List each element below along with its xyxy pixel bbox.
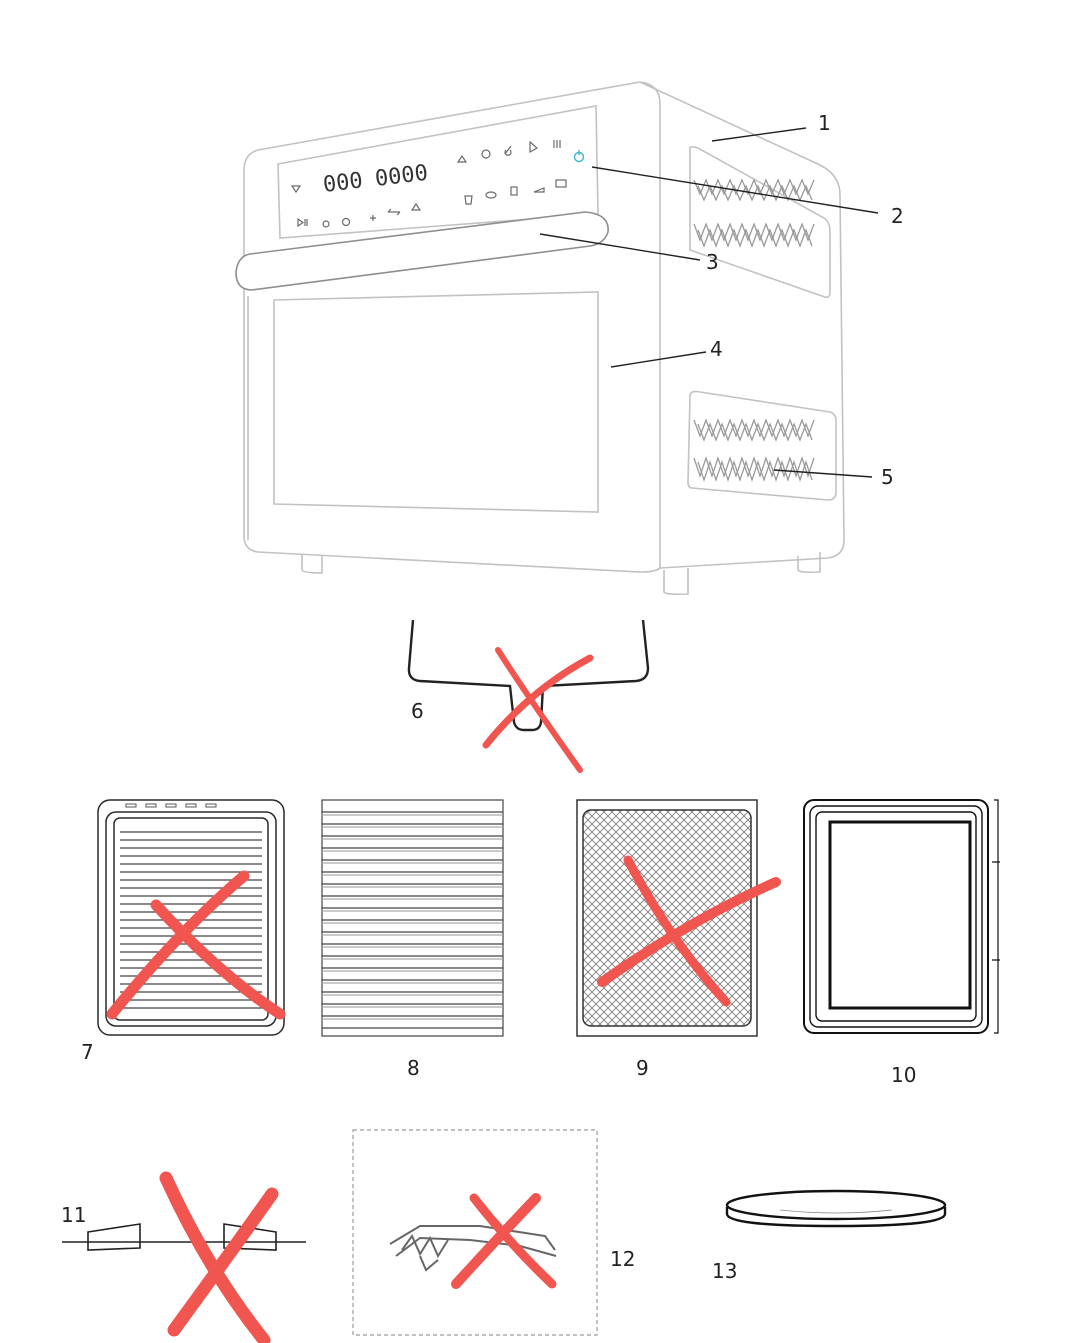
- fan-icon: [481, 149, 491, 159]
- toast-icon: [533, 187, 545, 193]
- part-6-handle: [407, 619, 650, 732]
- light-icon: [322, 220, 330, 228]
- callout-10: 10: [891, 1063, 916, 1087]
- play-pause-icon: [297, 217, 308, 228]
- part-11-rotisserie-spit: [62, 1223, 306, 1251]
- cross-part-9: [597, 855, 781, 1007]
- callout-9: 9: [636, 1056, 649, 1080]
- callout-2: 2: [891, 204, 904, 228]
- callout-8: 8: [407, 1056, 420, 1080]
- cross-part-7: [106, 870, 286, 1020]
- display-right-digits: 0000: [374, 161, 430, 192]
- cake-icon: [485, 191, 497, 199]
- pizza-icon: [529, 140, 539, 154]
- part-12-rotisserie-fork: [352, 1129, 598, 1336]
- glass-icon: [510, 186, 518, 196]
- part-7-baking-tray: [97, 799, 285, 1036]
- lower-vent-slots: [693, 418, 815, 483]
- cross-part-12: [451, 1193, 557, 1289]
- rotisserie-icon: [410, 202, 422, 211]
- callout-13: 13: [712, 1259, 737, 1283]
- callout-12: 12: [610, 1247, 635, 1271]
- upper-vent-slots: [693, 178, 815, 248]
- rotate-icon: [387, 208, 401, 216]
- display-left-digits: 000: [322, 168, 365, 198]
- arrow-up-icon: [456, 154, 468, 163]
- part-8-wire-rack: [321, 799, 504, 1037]
- cross-part-11: [159, 1171, 279, 1343]
- cross-marks: [106, 647, 781, 1343]
- door-handle: [235, 211, 609, 291]
- part-13-round-pan: [725, 1189, 947, 1228]
- callout-4: 4: [710, 337, 723, 361]
- callout-6: 6: [411, 699, 424, 723]
- oven-unit: [243, 81, 845, 596]
- temp-icon: [370, 215, 376, 221]
- oven-icon: [555, 179, 567, 188]
- heat-icon: [553, 140, 561, 148]
- callout-11: 11: [61, 1203, 86, 1227]
- cross-part-6: [482, 647, 594, 773]
- chicken-icon: [504, 145, 512, 156]
- arrow-down-icon: [290, 185, 302, 194]
- callout-3: 3: [706, 250, 719, 274]
- timer-icon: [341, 217, 351, 227]
- callout-1: 1: [818, 111, 831, 135]
- callout-7: 7: [81, 1040, 94, 1064]
- leader-lines: [539, 127, 879, 478]
- cup-icon: [464, 195, 473, 205]
- part-10-drip-tray: [803, 799, 1000, 1034]
- callout-5: 5: [881, 465, 894, 489]
